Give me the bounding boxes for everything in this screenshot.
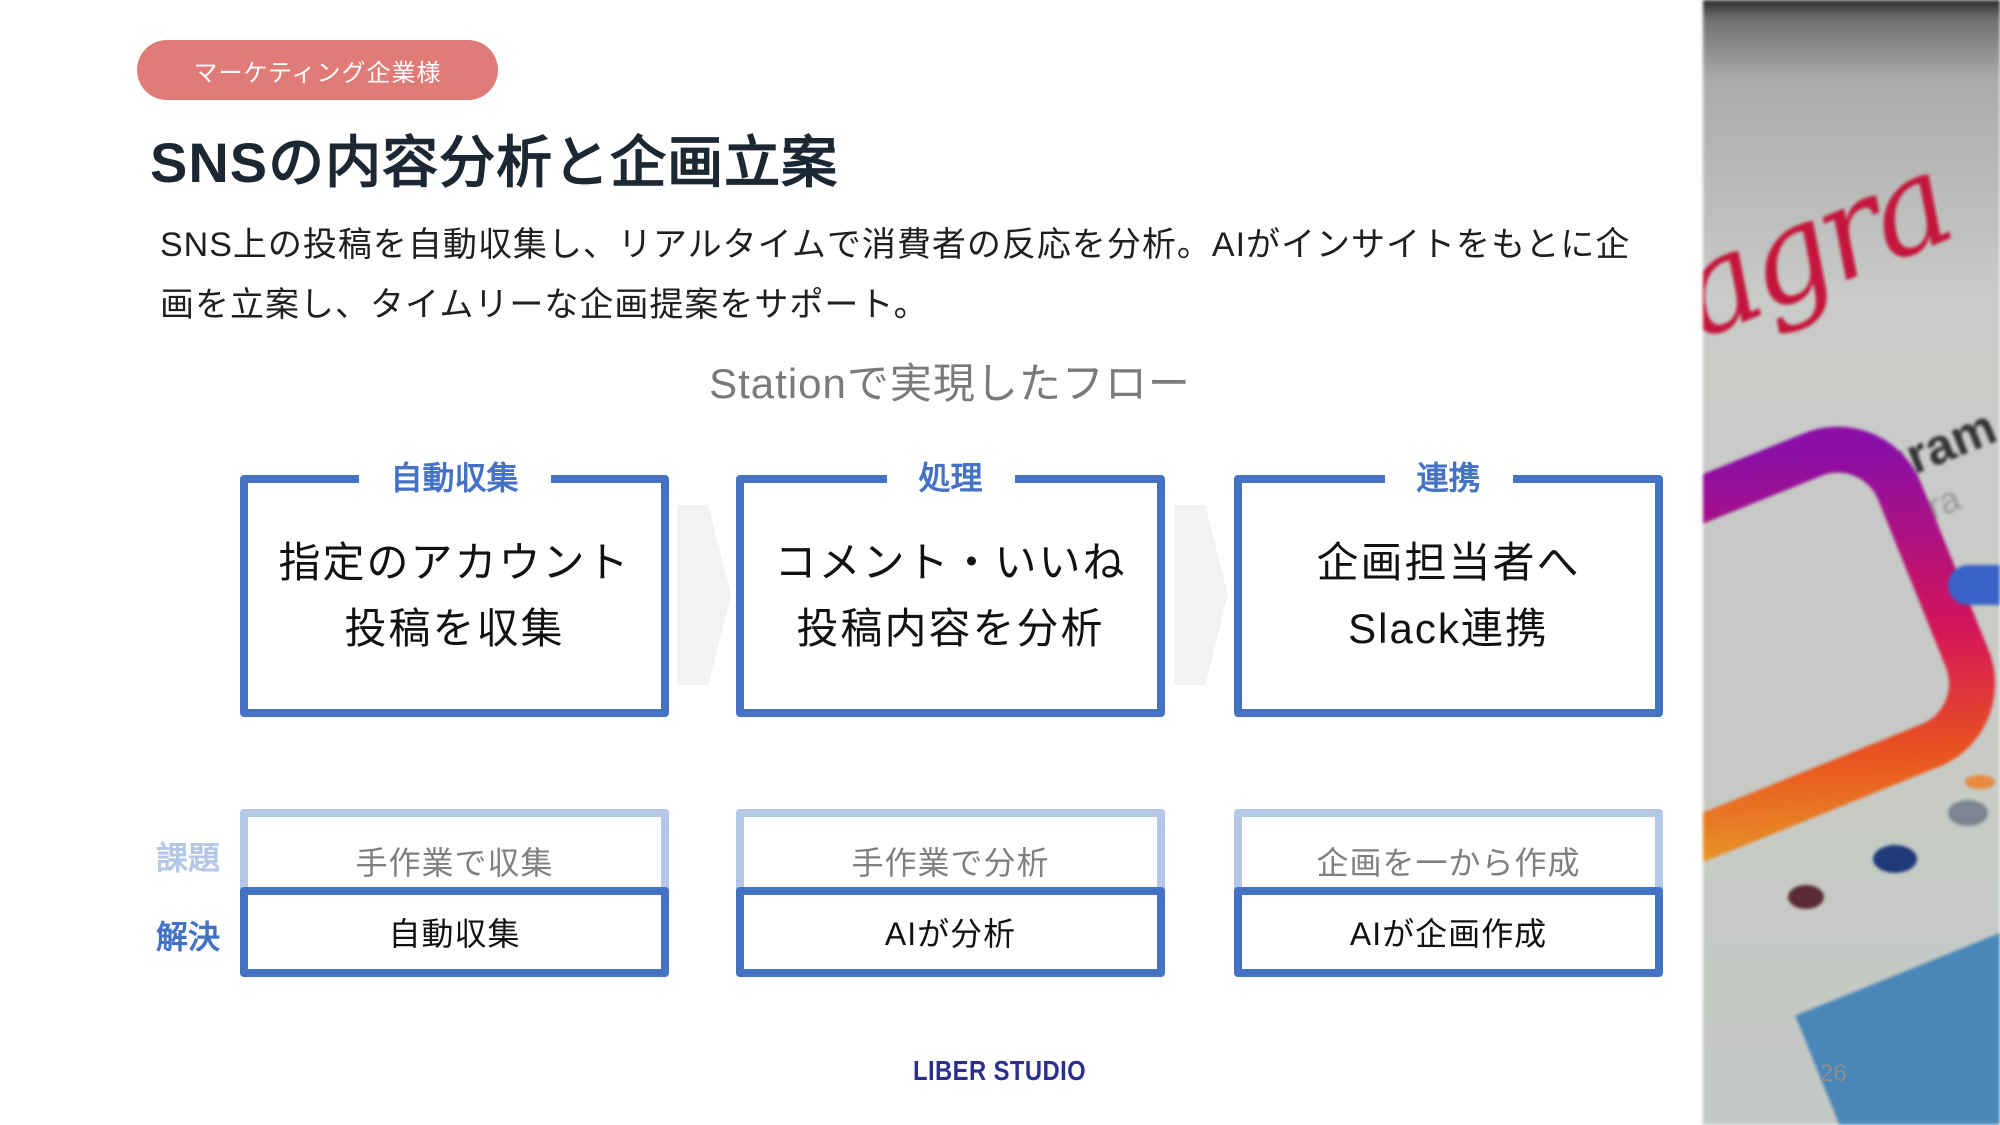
comparison-column: 手作業で収集 自動収集 — [240, 809, 669, 977]
category-badge: マーケティング企業様 — [137, 40, 498, 100]
flow-step-label: 連携 — [1384, 453, 1513, 503]
flow-step-collect: 自動収集 指定のアカウント 投稿を収集 — [240, 453, 669, 717]
flow-step-label: 自動収集 — [358, 453, 551, 503]
description: SNS上の投稿を自動収集し、リアルタイムで消費者の反応を分析。AIがインサイトを… — [160, 226, 1631, 324]
avatar-dot — [1965, 775, 1995, 789]
chevron-right-icon — [677, 505, 731, 685]
avatar-dot — [1788, 885, 1824, 909]
photo-blue-region — [1795, 903, 2000, 1125]
flow-step-line: 企画担当者へ — [1316, 539, 1581, 586]
liber-studio-logo: LIBER STUDIO — [150, 1055, 1850, 1087]
logo-text: LIBER STUDIO — [913, 1055, 1087, 1086]
solution-box: 自動収集 — [240, 887, 669, 977]
flow-step-integrate: 連携 企画担当者へ Slack連携 — [1234, 453, 1663, 717]
instagram-script-logo: agra — [1703, 123, 1968, 369]
flow-step-line: 指定のアカウント — [278, 539, 631, 586]
flow-step-line: コメント・いいね — [774, 539, 1127, 586]
install-button-shape — [1948, 565, 2000, 605]
solution-row-label: 解決 — [156, 919, 221, 955]
instagram-photo: agra Instagram Instagra — [1703, 0, 2000, 1125]
category-badge-label: マーケティング企業様 — [193, 59, 442, 87]
problem-box: 企画を一から作成 — [1234, 809, 1663, 895]
comparison-column: 手作業で分析 AIが分析 — [736, 809, 1165, 977]
flow-heading: Stationで実現したフロー — [709, 360, 1191, 407]
avatar-dot — [1873, 845, 1917, 873]
flow-step-line: 投稿内容を分析 — [796, 605, 1105, 652]
flow-step-line: 投稿を収集 — [344, 605, 565, 652]
comparison-column: 企画を一から作成 AIが企画作成 — [1234, 809, 1663, 977]
avatar-dot — [1948, 800, 1988, 826]
chevron-right-icon — [1174, 505, 1228, 685]
problem-box: 手作業で収集 — [240, 809, 669, 895]
instagram-logo-icon — [1703, 399, 2000, 921]
problem-row-label: 課題 — [156, 840, 221, 876]
flow-step-line: Slack連携 — [1348, 605, 1549, 652]
page-number: 26 — [1820, 1060, 1847, 1087]
solution-box: AIが分析 — [736, 887, 1165, 977]
flow-step-process: 処理 コメント・いいね 投稿内容を分析 — [736, 453, 1165, 717]
problem-box: 手作業で分析 — [736, 809, 1165, 895]
page-title: SNSの内容分析と企画立案 — [150, 131, 839, 194]
flow-step-label: 処理 — [886, 453, 1015, 503]
solution-box: AIが企画作成 — [1234, 887, 1663, 977]
